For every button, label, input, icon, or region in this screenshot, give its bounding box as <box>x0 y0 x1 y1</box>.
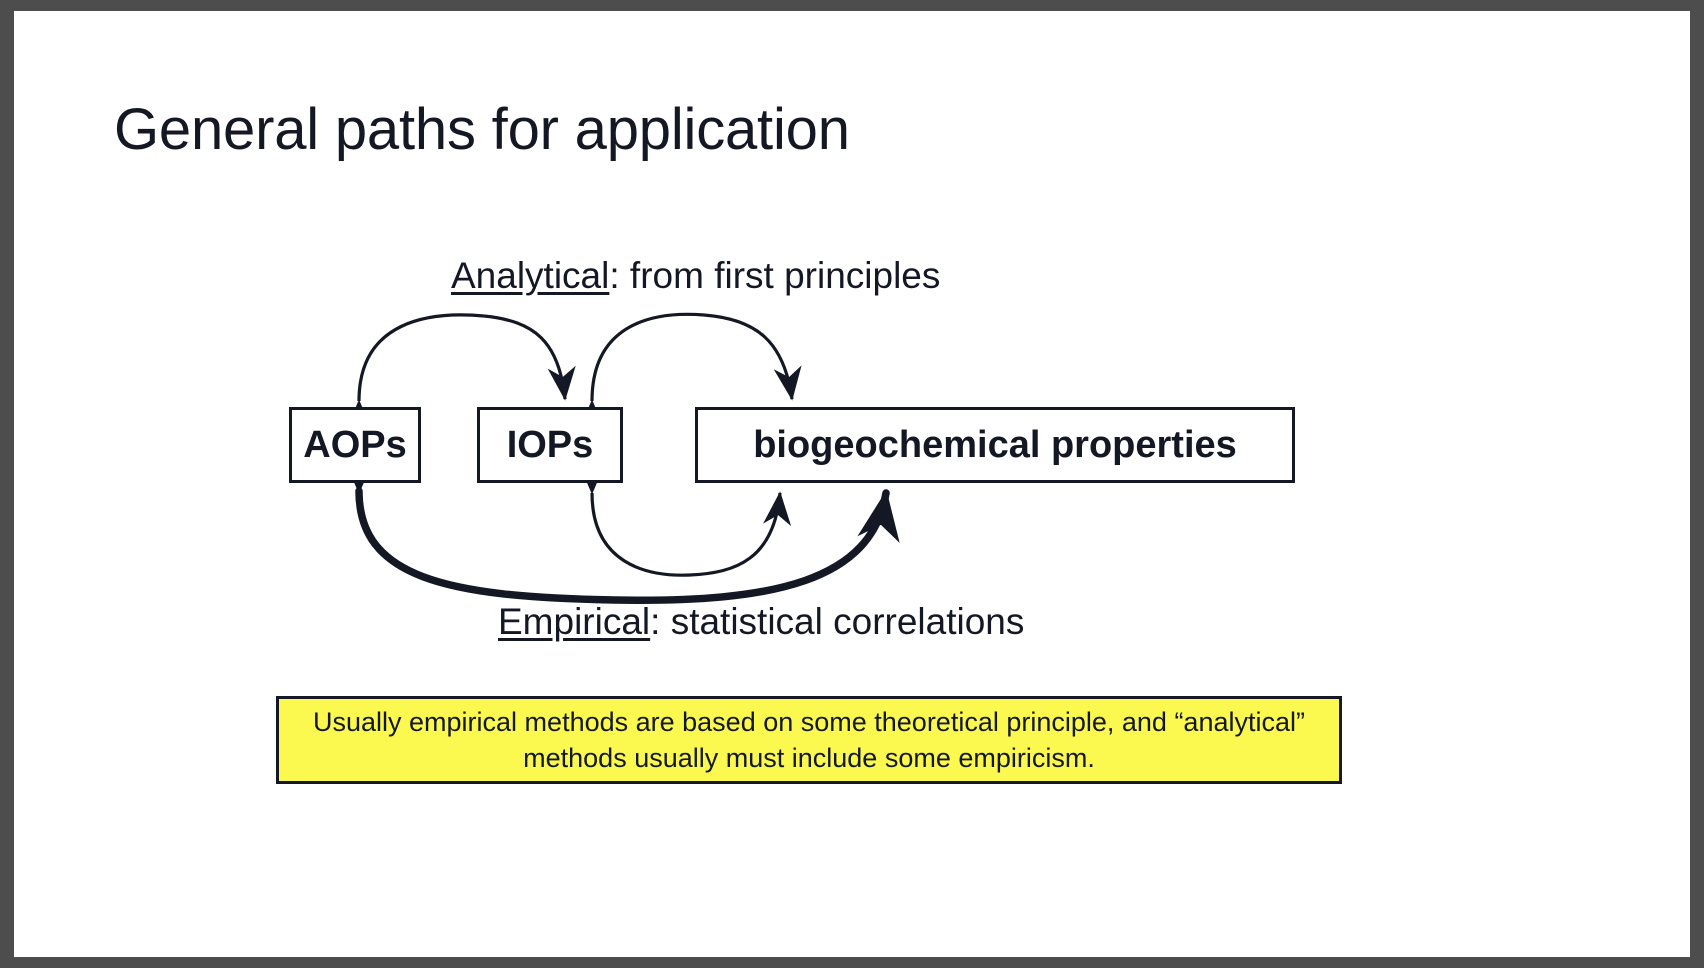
arc-biogeo-aops-below-wide <box>337 443 900 605</box>
empirical-caption-emphasis: Empirical <box>498 601 651 642</box>
analytical-caption-rest: : from first principles <box>609 255 941 296</box>
page-title: General paths for application <box>114 97 850 162</box>
analytical-caption-emphasis: Analytical <box>451 255 610 296</box>
arc-iops-biogeo-below-right <box>689 491 792 577</box>
arc-iops-biogeo-above-left <box>577 312 705 434</box>
note-line-1: Usually empirical methods are based on s… <box>313 706 1305 737</box>
empirical-caption: Empirical: statistical correlations <box>498 601 1024 643</box>
arc-iops-above-right <box>483 314 576 401</box>
node-iops-label: IOPs <box>506 423 594 466</box>
arc-iops-biogeo-below-left <box>577 460 691 577</box>
node-biogeochemical-properties[interactable]: biogeochemical properties <box>695 407 1295 483</box>
arc-aops-iops-above <box>344 313 485 434</box>
node-aops-label: AOPs <box>303 423 407 466</box>
analytical-caption: Analytical: from first principles <box>451 255 940 297</box>
note-callout-box: Usually empirical methods are based on s… <box>276 696 1342 784</box>
node-iops[interactable]: IOPs <box>477 407 623 483</box>
node-biogeochemical-properties-label: biogeochemical properties <box>753 423 1237 466</box>
note-line-2: methods usually must include some empiri… <box>523 743 1095 773</box>
node-aops[interactable]: AOPs <box>289 407 421 483</box>
empirical-caption-rest: : statistical correlations <box>650 601 1025 642</box>
arc-iops-biogeo-above-right <box>703 313 802 401</box>
slide-canvas: General paths for application Analytical… <box>14 11 1690 957</box>
